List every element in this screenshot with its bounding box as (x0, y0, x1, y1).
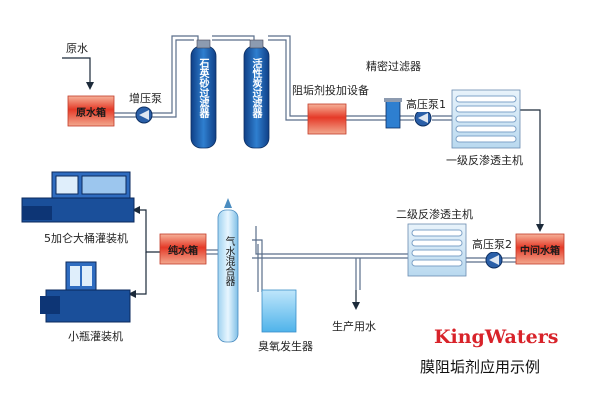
sand-filter-label: 石英砂过滤器 (197, 58, 208, 118)
filler-arrows (128, 206, 360, 310)
pure-water-tank-body (159, 233, 207, 265)
ro-stage-2-rack (407, 223, 467, 277)
precision-filter-label: 精密过滤器 (366, 60, 421, 73)
carbon-filter-label: 活性炭过滤器 (250, 58, 261, 118)
ozone-generator-body (261, 289, 297, 333)
barrel-filler-label: 5加仑大桶灌装机 (44, 232, 128, 245)
bottle-filler-machine (40, 261, 131, 323)
ozone-generator-label: 臭氧发生器 (258, 340, 313, 353)
high-pressure-pump-1-label: 高压泵1 (406, 96, 446, 112)
pipes (62, 35, 544, 292)
precision-filter-body (385, 99, 401, 129)
intermediate-tank-label: 中间水箱 (520, 245, 560, 257)
booster-pump-label: 增压泵 (129, 92, 162, 105)
diagram-caption: 膜阻垢剂应用示例 (420, 358, 541, 376)
brand-logo-text: KingWaters (434, 326, 559, 348)
ro-stage-1-label: 一级反渗透主机 (446, 154, 523, 167)
antiscalant-unit-body (307, 103, 347, 135)
high-pressure-pump-2-shape (485, 251, 503, 269)
high-pressure-pump-2-label: 高压泵2 (472, 236, 512, 252)
production-water-label: 生产用水 (332, 320, 376, 333)
gas-water-mixer-body (217, 209, 239, 343)
high-pressure-pump-1-shape (414, 109, 432, 127)
antiscalant-unit-label: 阻垢剂投加设备 (292, 84, 369, 97)
pure-water-tank-label: 纯水箱 (168, 245, 198, 257)
raw-water-tank-body (67, 95, 115, 127)
booster-pump-shape (135, 106, 153, 124)
raw-water-tank-label: 原水箱 (76, 107, 106, 119)
raw-water-label: 原水 (66, 42, 88, 55)
gas-water-mixer-label: 气水混合器 (223, 236, 234, 286)
ro-stage-1-rack (451, 89, 521, 149)
bottle-filler-label: 小瓶灌装机 (68, 330, 123, 343)
intermediate-tank-body (515, 233, 565, 265)
barrel-filler-machine (21, 171, 135, 223)
ro-stage-2-label: 二级反渗透主机 (396, 208, 473, 221)
